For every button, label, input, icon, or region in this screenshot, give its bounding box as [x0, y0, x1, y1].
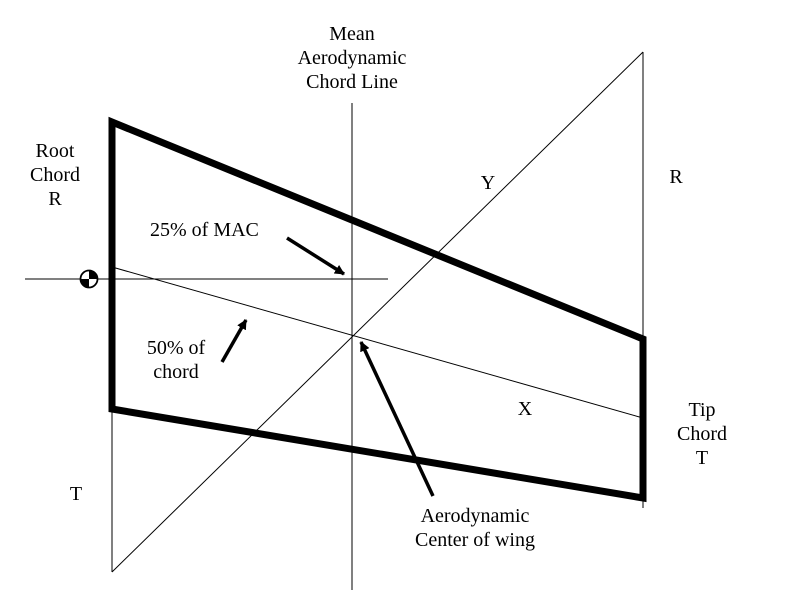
half-chord-line: [111, 266, 644, 419]
chord-50-label-1: 50% of: [147, 337, 206, 359]
right-r-label: R: [669, 166, 683, 188]
diagonal-construction-line: [111, 51, 644, 573]
root-chord-label-3: R: [48, 188, 62, 210]
chord-50-arrow: [220, 319, 248, 363]
wing-planform-outline: [108, 116, 647, 503]
tip-chord-label-2: Chord: [677, 423, 727, 445]
mac-title-line-3: Chord Line: [306, 71, 398, 93]
mac-title-line-2: Aerodynamic: [298, 47, 407, 69]
aerodynamic-center-label-2: Center of wing: [415, 529, 535, 551]
root-chord-label-1: Root: [36, 140, 75, 162]
tip-chord-label-1: Tip: [688, 399, 715, 421]
mac-25-label: 25% of MAC: [150, 219, 259, 241]
chord-50-label-2: chord: [153, 361, 199, 383]
mac-title-line-1: Mean: [329, 23, 375, 45]
cg-marker-icon: [79, 269, 99, 289]
left-t-label: T: [70, 483, 82, 505]
x-label: X: [518, 398, 533, 420]
aerodynamic-center-arrow: [359, 341, 435, 497]
mac-25-arrow: [286, 236, 345, 276]
y-label: Y: [481, 172, 495, 194]
tip-chord-label-3: T: [696, 447, 708, 469]
aerodynamic-center-label-1: Aerodynamic: [421, 505, 530, 527]
root-chord-label-2: Chord: [30, 164, 80, 186]
